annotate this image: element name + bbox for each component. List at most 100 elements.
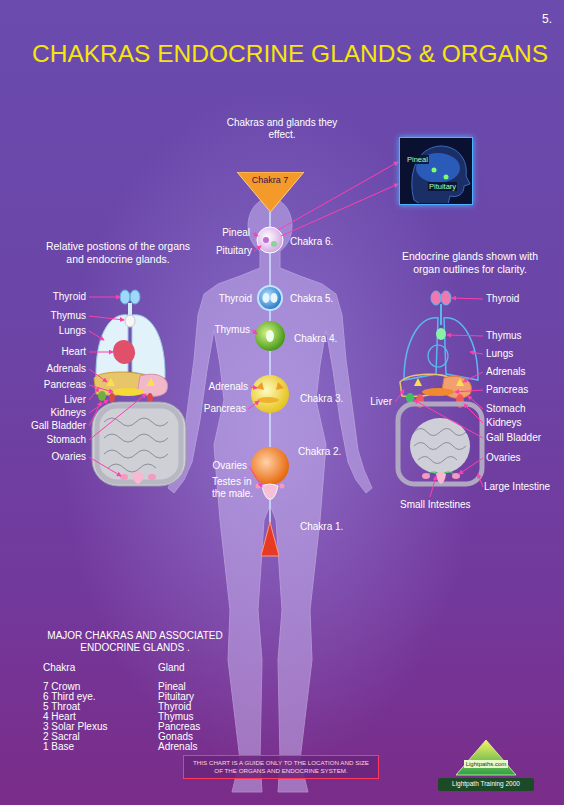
gland-label: Thymus xyxy=(214,324,250,336)
organ-label: Ovaries xyxy=(486,452,520,464)
leader-line xyxy=(89,394,146,440)
table-cell: 4 Heart xyxy=(43,712,76,722)
chakra-symbol xyxy=(266,330,274,342)
table-cell: 5 Throat xyxy=(43,702,80,712)
brain-illustration xyxy=(444,175,449,180)
organ-illustration xyxy=(112,388,144,396)
organ-outline-illustration xyxy=(436,472,446,484)
leader-line xyxy=(414,400,483,438)
leader-line xyxy=(248,401,259,409)
leader-line xyxy=(447,335,483,336)
organ-illustration xyxy=(92,290,186,486)
header-note: Relative postions of the organs and endo… xyxy=(38,240,198,266)
leader-line xyxy=(430,476,436,497)
chakra-triangle-shape xyxy=(237,172,304,212)
leader-line xyxy=(89,331,104,340)
leader-line xyxy=(464,404,483,423)
node-text: Lightpath Training 2000 xyxy=(452,780,520,788)
organ-outline-illustration xyxy=(406,393,414,403)
chakra-label: Chakra 2. xyxy=(298,446,341,458)
background-glow xyxy=(60,90,480,770)
node-text: Lightpaths.com xyxy=(464,760,509,768)
leader-line xyxy=(250,387,257,388)
leader-line xyxy=(89,316,124,320)
leader-line xyxy=(89,297,120,298)
organ-outline-illustration xyxy=(414,378,464,386)
organ-illustration xyxy=(125,315,135,327)
organ-label: Small Intestines xyxy=(400,499,471,511)
gland-label: Testes in the male. xyxy=(212,476,264,500)
table-cell: Pituitary xyxy=(158,692,194,702)
logo-symbol xyxy=(456,740,516,775)
chakra-symbol xyxy=(255,321,285,351)
leader-line xyxy=(89,402,101,426)
organ-outline-illustration xyxy=(441,291,451,305)
table-cell: Thyroid xyxy=(158,702,191,712)
table-header: Chakra xyxy=(43,662,75,674)
chakra-symbol xyxy=(271,293,278,303)
organ-label: Large Intestine xyxy=(484,481,550,493)
chakra-symbol xyxy=(271,241,277,247)
organ-label: Thymus xyxy=(50,310,86,322)
organ-illustration xyxy=(132,472,144,484)
organ-illustration xyxy=(120,290,130,304)
leader-line xyxy=(470,352,483,354)
leader-line xyxy=(89,385,113,392)
organ-outline-illustration xyxy=(436,328,446,340)
organ-label: Adrenals xyxy=(47,363,86,375)
body-silhouette xyxy=(168,198,372,792)
gland-label: Ovaries xyxy=(213,460,247,472)
organ-illustration xyxy=(109,393,115,403)
node-text: Pituitary xyxy=(428,182,457,191)
organ-outline-illustration xyxy=(431,291,441,305)
organ-label: Thyroid xyxy=(486,293,519,305)
chakra-triangle: Chakra 7 xyxy=(237,172,304,212)
table-cell: Pineal xyxy=(158,682,186,692)
organ-label: Lungs xyxy=(486,348,513,360)
organ-illustration xyxy=(130,290,140,304)
brain-illustration xyxy=(432,168,437,173)
organ-illustration xyxy=(132,315,165,378)
node-text: Pineal xyxy=(406,155,429,164)
organ-outline-illustration xyxy=(452,473,460,479)
table-cell: Thymus xyxy=(158,712,194,722)
chakra-symbol xyxy=(251,375,289,413)
organ-label: Stomach xyxy=(486,403,525,415)
organ-label: Gall Bladder xyxy=(31,420,86,432)
leader-line xyxy=(478,474,483,487)
leader-line xyxy=(89,388,99,400)
leader-line xyxy=(89,162,483,497)
leader-line xyxy=(459,458,483,474)
organ-label: Liver xyxy=(64,394,86,406)
organ-outline-illustration xyxy=(440,304,442,325)
chakra-label: Chakra 1. xyxy=(300,521,343,533)
organ-label: Stomach xyxy=(47,434,86,446)
organ-illustration xyxy=(120,474,128,480)
table-cell: Gonads xyxy=(158,732,193,742)
leader-line xyxy=(252,233,258,236)
table-cell: 2 Sacral xyxy=(43,732,80,742)
organ-outline-illustration xyxy=(422,473,430,479)
organ-illustration xyxy=(98,391,106,401)
page-number: 5. xyxy=(542,12,552,26)
organ-label: Lungs xyxy=(59,325,86,337)
chakra-label: Chakra 3. xyxy=(300,393,343,405)
leader-line xyxy=(254,246,261,251)
body-silhouette xyxy=(168,250,372,792)
chakra-label: Chakra 4. xyxy=(294,333,337,345)
brain-illustration xyxy=(400,138,471,203)
organ-label: Pancreas xyxy=(44,379,86,391)
chakra-symbol xyxy=(257,227,283,253)
table-cell: Pancreas xyxy=(158,722,200,732)
table-cell: 3 Solar Plexus xyxy=(43,722,107,732)
organ-illustration xyxy=(97,406,181,482)
chakra-label: Chakra 5. xyxy=(290,293,333,305)
organ-outline-illustration xyxy=(398,291,482,484)
table-heading: MAJOR CHAKRAS AND ASSOCIATED ENDOCRINE G… xyxy=(35,630,235,654)
organ-label: Ovaries xyxy=(52,451,86,463)
brain-inset: PinealPituitary xyxy=(399,137,473,205)
chakra-symbol xyxy=(280,484,285,489)
organ-label: Pancreas xyxy=(486,384,528,396)
leader-line xyxy=(89,457,121,476)
